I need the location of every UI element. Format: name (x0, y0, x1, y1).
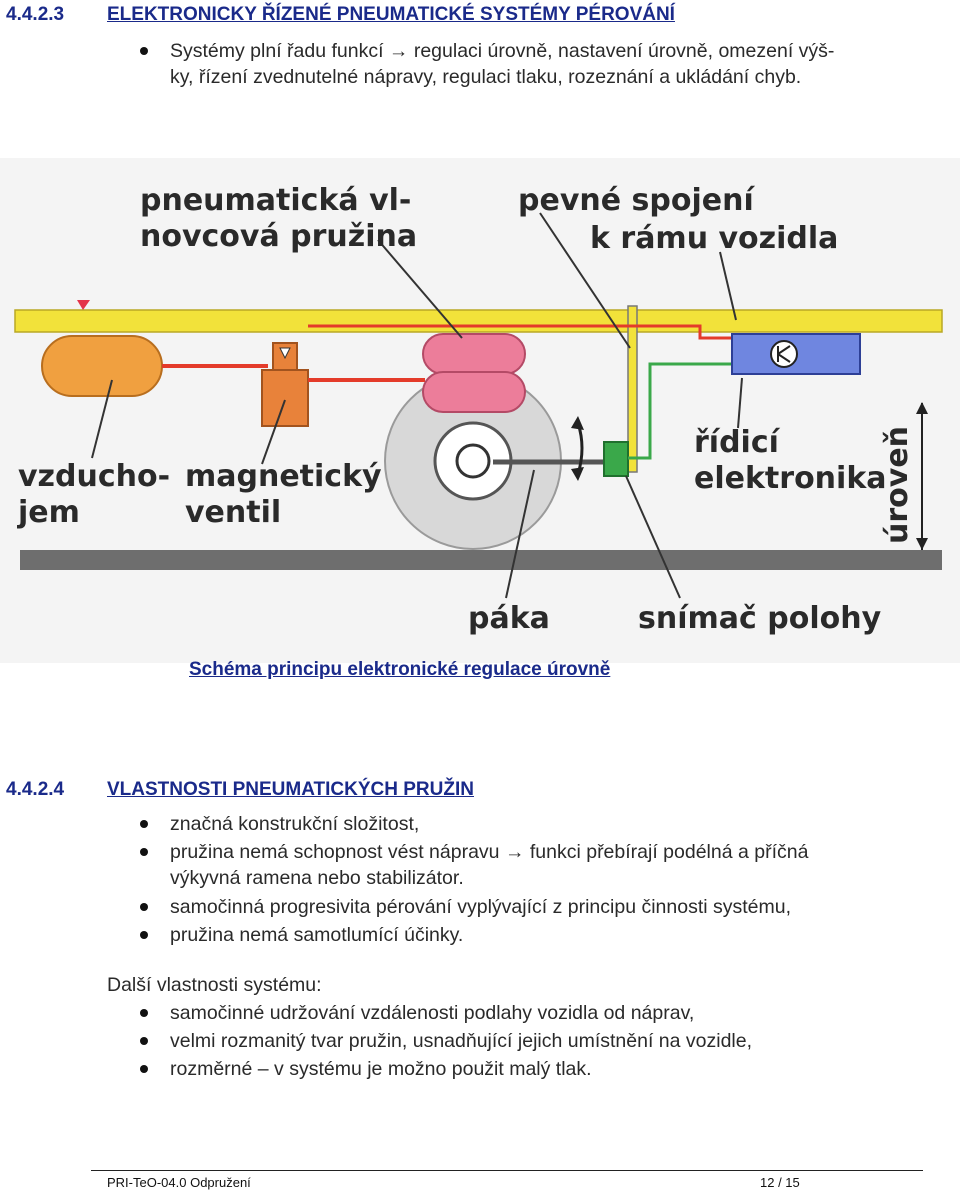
label-air-spring: pneumatická vl- (140, 183, 411, 218)
bullet-dot (140, 903, 148, 911)
arrow-up-icon (916, 402, 928, 414)
level-regulation-diagram: pneumatická vl- novcová pružina pevné sp… (0, 158, 960, 663)
section-number: 4.4.2.4 (6, 779, 65, 800)
bullet-text-line: Systémy plní řadu funkcí → regulaci úrov… (170, 40, 835, 62)
arrow-head-icon (571, 416, 584, 430)
transistor-symbol-icon (777, 345, 791, 363)
arrow-head-icon (571, 467, 584, 481)
bullet-text-line: značná konstrukční složitost, (170, 813, 420, 835)
leader-line (505, 469, 535, 599)
vehicle-frame (14, 309, 943, 333)
bullet-dot (140, 848, 148, 856)
arrow-down-icon (916, 538, 928, 550)
bullet-dot (140, 1065, 148, 1073)
label-level: úroveň (880, 426, 915, 544)
further-properties-heading: Další vlastnosti systému: (107, 974, 322, 996)
section-title: VLASTNOSTI PNEUMATICKÝCH PRUŽIN (107, 779, 474, 800)
figure-caption: Schéma principu elektronické regulace úr… (189, 659, 611, 680)
label-position-sensor: snímač polohy (638, 601, 882, 636)
leader-line (719, 251, 737, 321)
leader-line (539, 212, 631, 349)
leader-line (625, 475, 681, 599)
bullet-dot (140, 1009, 148, 1017)
transistor-icon (770, 340, 798, 368)
air-spring-upper (422, 333, 526, 375)
signal-line-red (308, 324, 732, 340)
footer-page-number: 12 / 15 (760, 1175, 800, 1190)
bullet-text-line: ky, řízení zvednutelné nápravy, regulaci… (170, 66, 802, 88)
leader-line (377, 239, 463, 339)
road-surface (20, 550, 942, 570)
leader-line (737, 377, 743, 429)
air-spring-lower (422, 371, 526, 413)
air-reservoir (41, 335, 163, 397)
label-fixed-connection: k rámu vozidla (590, 221, 838, 256)
label-lever: páka (468, 601, 550, 636)
bullet-text-line: samočinné udržování vzdálenosti podlahy … (170, 1002, 695, 1024)
position-sensor (603, 441, 629, 477)
label-air-reservoir: vzducho- (18, 459, 170, 494)
bullet-dot (140, 820, 148, 828)
bullet-text-line: pružina nemá schopnost vést nápravu → fu… (170, 841, 809, 863)
leader-line (91, 379, 113, 459)
signal-line-green (628, 362, 732, 460)
footer-document-id: PRI-TeO-04.0 Odpružení (107, 1175, 251, 1190)
label-magnetic-valve: ventil (185, 495, 281, 530)
bullet-text-line: výkyvná ramena nebo stabilizátor. (170, 867, 464, 889)
label-air-spring: novcová pružina (140, 219, 417, 254)
label-control-electronics: elektronika (694, 461, 887, 496)
footer-rule (91, 1170, 923, 1171)
bullet-text-line: rozměrné – v systému je možno použit mal… (170, 1058, 592, 1080)
bullet-text-line: velmi rozmanitý tvar pružin, usnadňující… (170, 1030, 753, 1052)
leader-line (261, 399, 286, 465)
wheel-axle (455, 443, 491, 479)
label-control-electronics: řídicí (694, 425, 781, 460)
bullet-text-line: pružina nemá samotlumící účinky. (170, 924, 464, 946)
marker-icon (77, 300, 90, 310)
label-magnetic-valve: magnetický (185, 459, 382, 494)
valve-arrow-icon (279, 347, 291, 360)
bullet-dot (140, 931, 148, 939)
label-fixed-connection: pevné spojení (518, 183, 755, 218)
bullet-dot (140, 47, 148, 55)
section-title: ELEKTRONICKY ŘÍZENÉ PNEUMATICKÉ SYSTÉMY … (107, 4, 675, 25)
label-air-reservoir: jem (17, 495, 80, 530)
bullet-dot (140, 1037, 148, 1045)
fixed-rod (627, 305, 638, 473)
section-number: 4.4.2.3 (6, 4, 65, 25)
magnetic-valve (261, 369, 309, 427)
bullet-text-line: samočinná progresivita pérování vyplývaj… (170, 896, 792, 918)
